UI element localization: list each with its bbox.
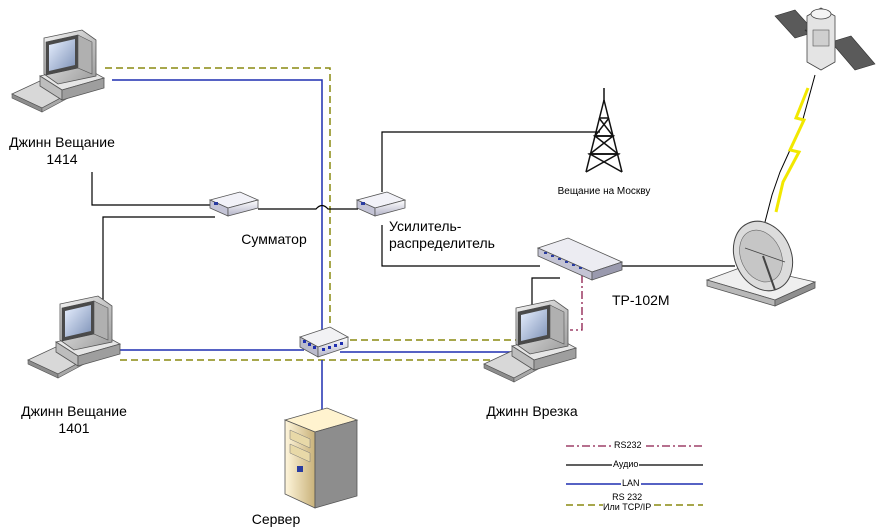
label-pc-1401-line2: 1401 bbox=[58, 420, 90, 436]
label-pc-1414-line2: 1414 bbox=[46, 151, 78, 167]
label-amplifier: Усилитель- распределитель bbox=[389, 218, 495, 252]
receiver-icon bbox=[536, 237, 624, 281]
audio-line-receiver bbox=[381, 225, 540, 267]
label-tower: Вещание на Москву bbox=[557, 186, 651, 197]
summator-icon bbox=[209, 191, 259, 217]
computer-icon-1414 bbox=[11, 29, 105, 113]
label-pc-1401-line1: Джинн Вещание bbox=[21, 403, 127, 419]
legend-label-rs232: RS232 bbox=[613, 440, 643, 450]
audio-line-pc2 bbox=[102, 216, 215, 300]
label-pc-1414: Джинн Вещание 1414 bbox=[0, 134, 124, 168]
broadcast-tower-icon bbox=[585, 88, 623, 173]
computer-icon-врезка bbox=[483, 299, 577, 383]
amplifier-icon bbox=[356, 191, 406, 217]
audio-line-tower bbox=[381, 131, 600, 192]
legend-label-rs232-tcp-line1: RS 232 bbox=[603, 492, 652, 502]
connection-lines bbox=[91, 67, 816, 410]
server-icon bbox=[283, 407, 359, 509]
legend-label-rs232-tcp-line2: Или TCP/IP bbox=[603, 502, 652, 512]
label-receiver: ТР-102М bbox=[612, 292, 670, 308]
satellite-icon bbox=[774, 7, 876, 71]
label-pc-1401: Джинн Вещание 1401 bbox=[12, 403, 136, 437]
audio-line-pc1 bbox=[91, 172, 210, 206]
label-summator: Сумматор bbox=[241, 231, 307, 247]
network-switch-icon bbox=[299, 326, 349, 358]
label-amplifier-line1: Усилитель- bbox=[389, 218, 462, 234]
rs232-line bbox=[570, 275, 583, 331]
legend-label-rs232-tcp: RS 232 Или TCP/IP bbox=[602, 492, 652, 512]
audio-line-sum-amp bbox=[258, 204, 358, 210]
audio-line-врезка bbox=[531, 277, 560, 305]
label-server: Сервер bbox=[251, 511, 301, 527]
lan-line-1 bbox=[112, 79, 323, 345]
label-pc-1414-line1: Джинн Вещание bbox=[9, 134, 115, 150]
label-amplifier-line2: распределитель bbox=[389, 235, 495, 251]
label-pc-врезка: Джинн Врезка bbox=[486, 403, 578, 419]
rs232-tcp-line bbox=[105, 67, 520, 341]
satellite-dish-icon bbox=[705, 220, 817, 307]
computer-icon-1401 bbox=[27, 295, 121, 379]
lightning-icon bbox=[774, 87, 810, 213]
legend-label-lan: LAN bbox=[621, 478, 641, 488]
legend-label-audio: Аудио bbox=[612, 459, 640, 469]
